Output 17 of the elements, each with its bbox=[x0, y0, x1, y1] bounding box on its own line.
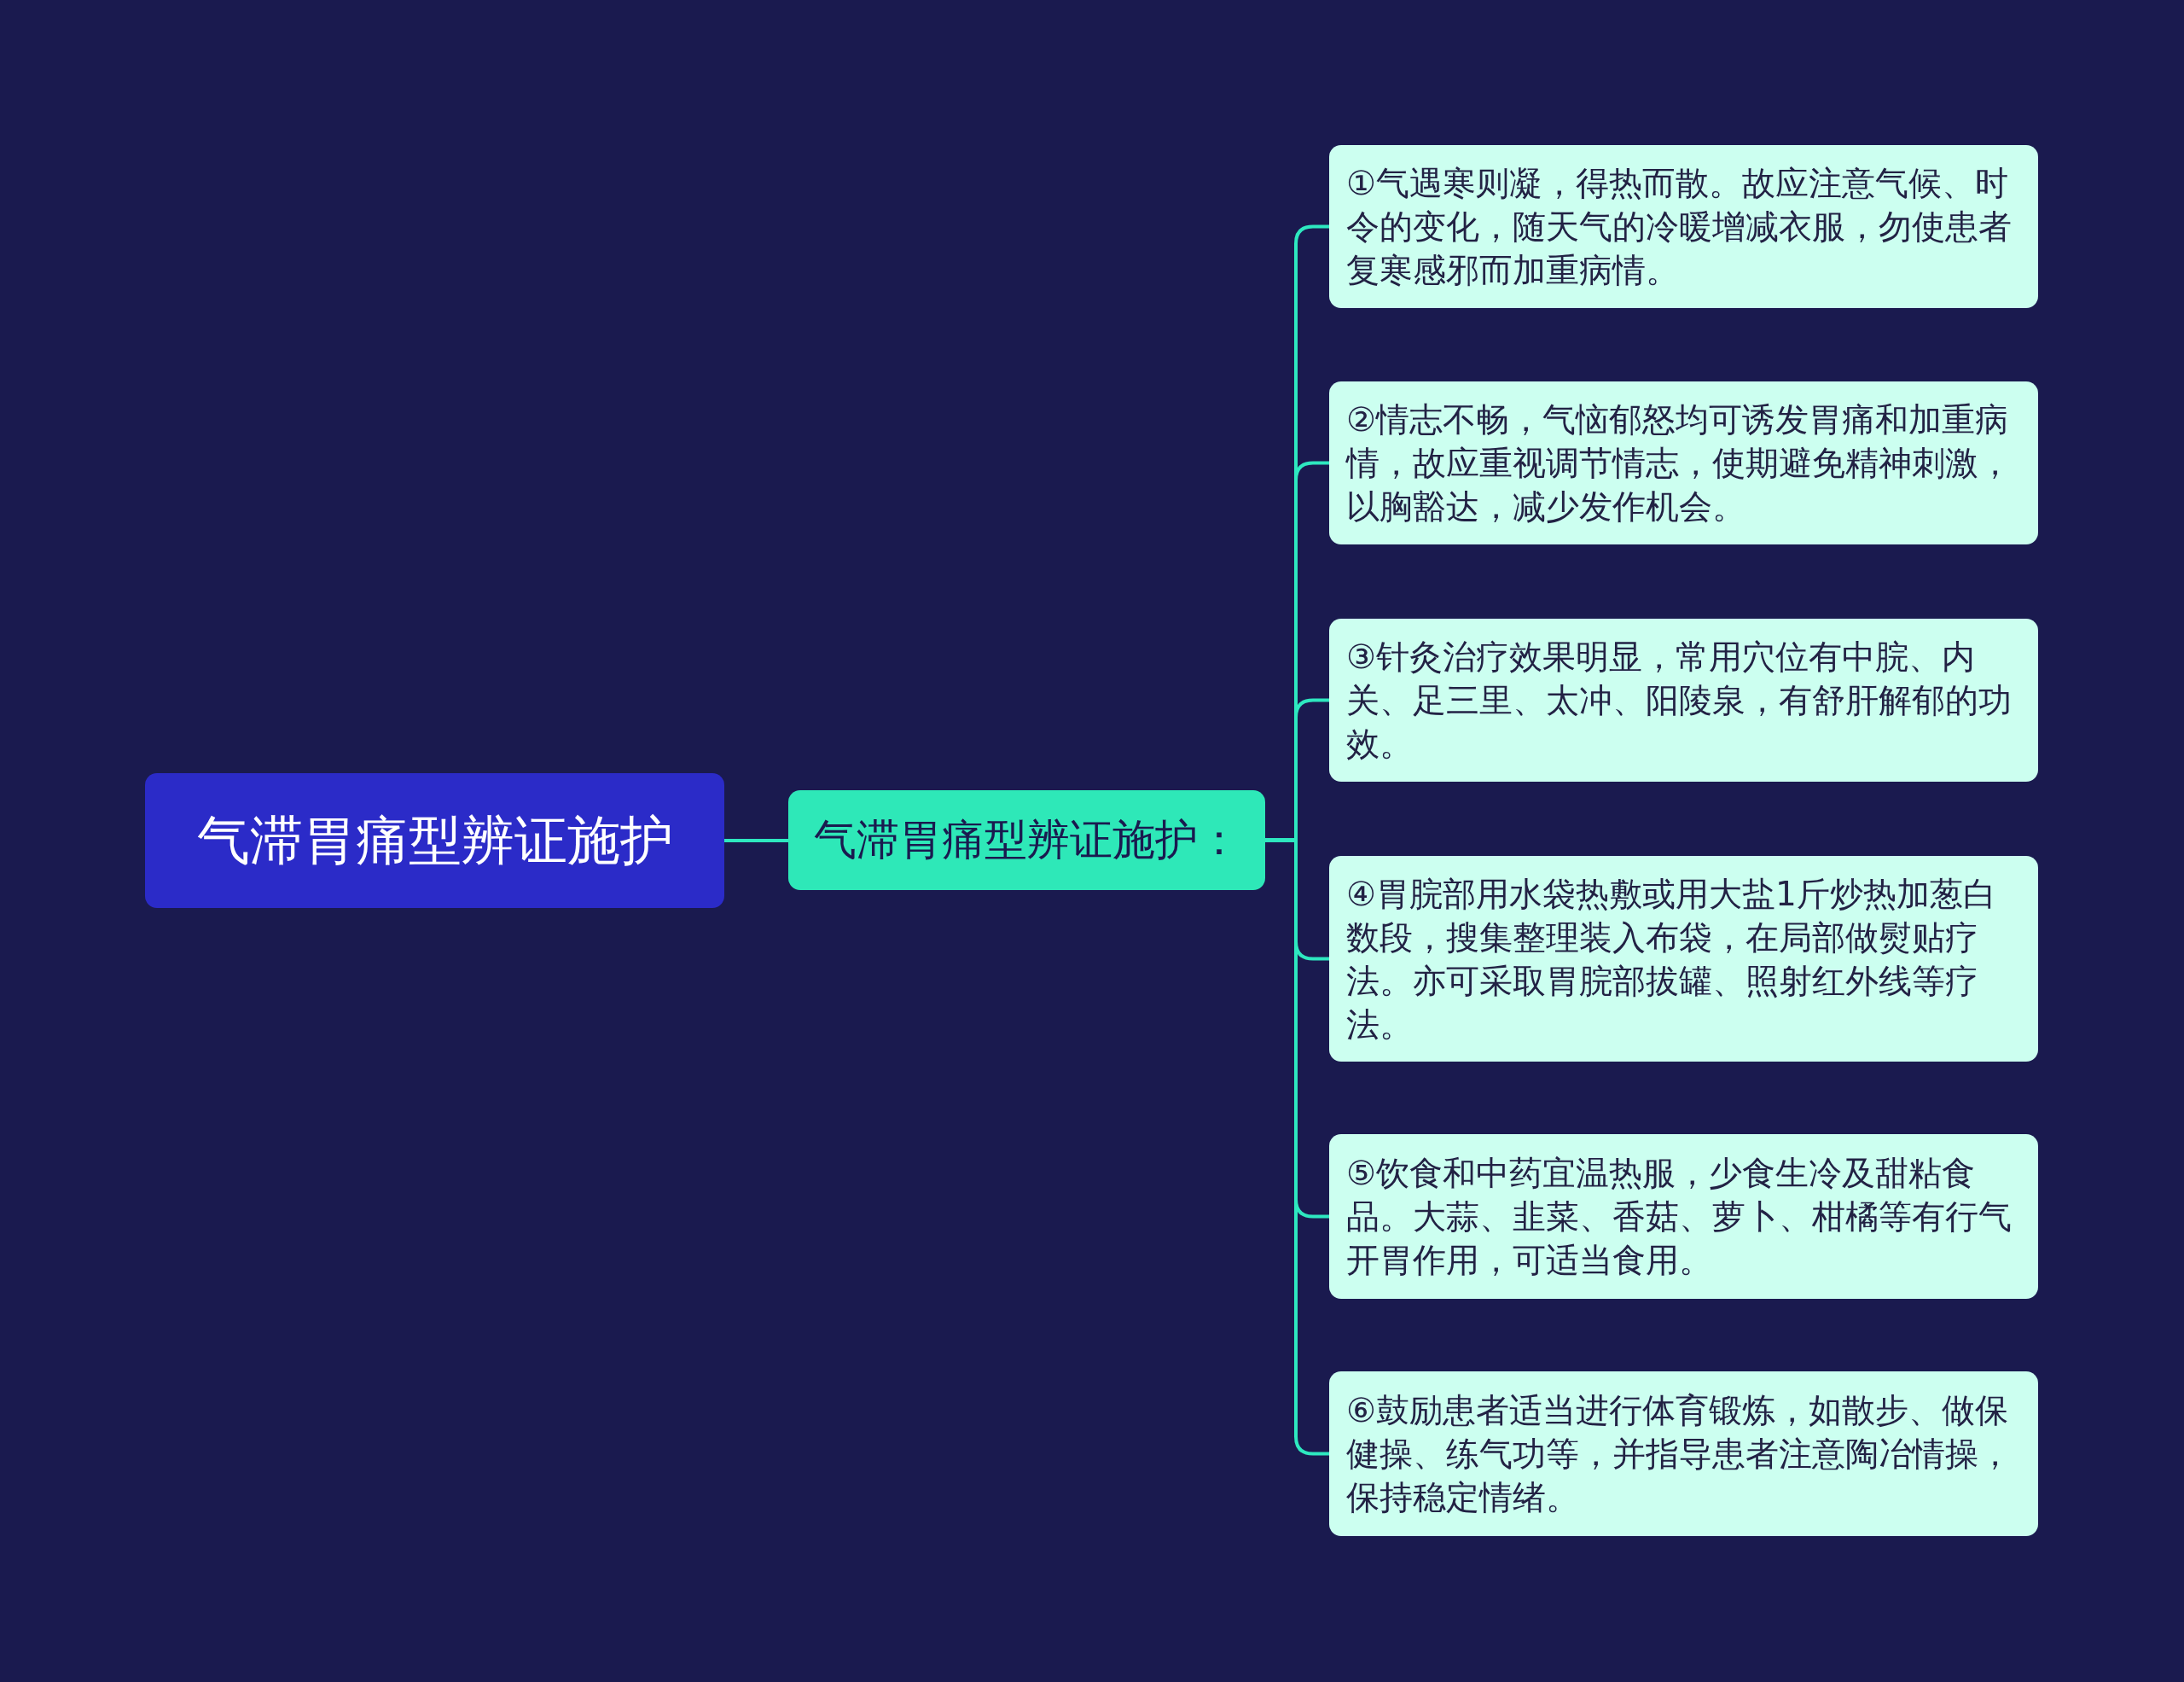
note-box bbox=[1329, 1371, 2038, 1536]
node-text: ①气遇寒则凝，得热而散。故应注意气候、时令的变化，随天气的冷暖增减衣服，勿使患者复寒感邪而加重病情。 bbox=[1346, 163, 2013, 291]
note-box bbox=[1329, 856, 2038, 1062]
subtopic-box bbox=[788, 790, 1265, 890]
node-text: ③针灸治疗效果明显，常用穴位有中脘、内关、足三里、太冲、阳陵泉，有舒肝解郁的功效。 bbox=[1346, 637, 2013, 765]
note-box bbox=[1329, 1134, 2038, 1299]
note-box bbox=[1329, 381, 2038, 544]
node-text: ⑤饮食和中药宜温热服，少食生冷及甜粘食品。大蒜、韭菜、香菇、萝卜、柑橘等有行气开胃作用，可适当食用。 bbox=[1346, 1153, 2013, 1281]
node-text: 气滞胃痛型辨证施护 bbox=[196, 808, 673, 873]
node-text: ④胃脘部用水袋热敷或用大盐1斤炒热加葱白数段，搜集整理装入布袋，在局部做熨贴疗法。亦可采取胃脘部拔罐、照射红外线等疗法。 bbox=[1346, 873, 1997, 1045]
connector-line bbox=[724, 839, 788, 842]
node-text: ②情志不畅，气恼郁怒均可诱发胃痛和加重病情，故应重视调节情志，使期避免精神刺激，以胸豁达，减少发作机会。 bbox=[1346, 399, 2013, 527]
note-box bbox=[1329, 619, 2038, 782]
note-box bbox=[1329, 145, 2038, 308]
root-topic-box bbox=[145, 773, 724, 908]
node-text: ⑥鼓励患者适当进行体育锻炼，如散步、做保健操、练气功等，并指导患者注意陶冶情操，保持稳定情绪。 bbox=[1346, 1390, 2013, 1518]
node-text: 气滞胃痛型辨证施护： bbox=[813, 814, 1240, 866]
